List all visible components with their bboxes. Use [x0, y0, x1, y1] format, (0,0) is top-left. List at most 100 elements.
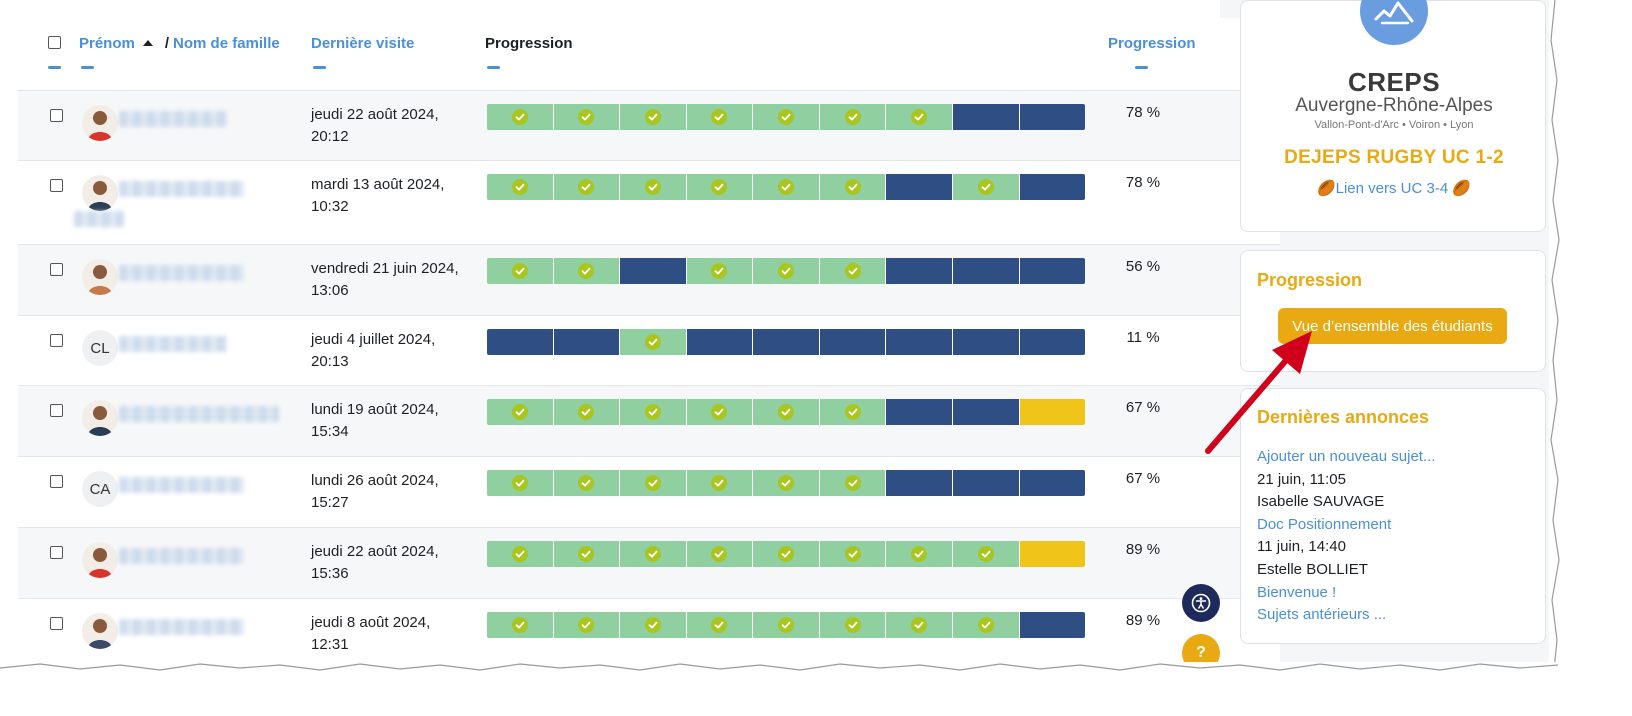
progress-segment-done[interactable]	[686, 470, 754, 496]
progress-segment-todo[interactable]	[553, 329, 621, 355]
progress-segment-done[interactable]	[952, 541, 1020, 567]
progress-segment-done[interactable]	[620, 612, 687, 638]
row-select-checkbox[interactable]	[50, 179, 63, 192]
progress-segment-done[interactable]	[819, 470, 887, 496]
progress-segment-done[interactable]	[487, 399, 554, 425]
progress-segment-done[interactable]	[753, 541, 820, 567]
progress-segment-part[interactable]	[1019, 541, 1085, 567]
uc-3-4-link[interactable]: 🏉Lien vers UC 3-4 🏉	[1316, 180, 1472, 197]
progress-segment-done[interactable]	[553, 541, 621, 567]
progress-segment-done[interactable]	[686, 541, 754, 567]
progress-segment-done[interactable]	[819, 258, 887, 284]
progress-segment-done[interactable]	[487, 104, 554, 130]
sort-last-visit-link[interactable]: Dernière visite	[311, 35, 415, 52]
progress-segment-done[interactable]	[753, 399, 820, 425]
avatar[interactable]	[82, 400, 118, 436]
collapse-column-icon[interactable]	[48, 66, 61, 69]
progress-segment-done[interactable]	[886, 104, 953, 130]
progress-segment-todo[interactable]	[886, 399, 953, 425]
progress-segment-done[interactable]	[620, 541, 687, 567]
progress-segment-todo[interactable]	[952, 258, 1020, 284]
student-name-link[interactable]	[119, 111, 227, 127]
progress-segment-done[interactable]	[819, 541, 887, 567]
avatar[interactable]	[82, 613, 118, 649]
progress-segment-done[interactable]	[553, 470, 621, 496]
add-topic-link[interactable]: Ajouter un nouveau sujet...	[1257, 448, 1436, 465]
progress-segment-todo[interactable]	[819, 329, 887, 355]
progress-segment-todo[interactable]	[1019, 174, 1085, 200]
avatar[interactable]	[82, 542, 118, 578]
student-name-link[interactable]	[119, 265, 244, 281]
row-select-checkbox[interactable]	[50, 109, 63, 122]
avatar[interactable]	[82, 105, 118, 141]
progress-segment-done[interactable]	[686, 399, 754, 425]
progress-segment-done[interactable]	[620, 329, 687, 355]
student-name-link[interactable]	[119, 477, 244, 493]
announcement-subject-link[interactable]: Bienvenue !	[1257, 583, 1337, 601]
progress-segment-todo[interactable]	[1019, 329, 1085, 355]
older-topics-link[interactable]: Sujets antérieurs ...	[1257, 606, 1387, 624]
progress-segment-todo[interactable]	[686, 329, 754, 355]
progress-segment-done[interactable]	[620, 104, 687, 130]
progress-segment-done[interactable]	[819, 104, 887, 130]
student-name-link[interactable]	[119, 548, 244, 564]
progress-segment-todo[interactable]	[753, 329, 820, 355]
sort-firstname-link[interactable]: Prénom	[79, 35, 135, 52]
progress-segment-todo[interactable]	[620, 258, 687, 284]
collapse-progression-column-icon[interactable]	[1135, 66, 1148, 69]
progress-segment-done[interactable]	[686, 258, 754, 284]
progress-segment-done[interactable]	[487, 541, 554, 567]
progress-segment-done[interactable]	[819, 174, 887, 200]
avatar[interactable]: CL	[82, 330, 118, 366]
student-name-link[interactable]	[119, 336, 227, 352]
progress-segment-done[interactable]	[952, 174, 1020, 200]
progress-segment-done[interactable]	[686, 612, 754, 638]
progress-segment-done[interactable]	[952, 612, 1020, 638]
row-select-checkbox[interactable]	[50, 263, 63, 276]
progress-segment-done[interactable]	[553, 399, 621, 425]
avatar[interactable]: CA	[82, 471, 118, 507]
progress-segment-done[interactable]	[553, 612, 621, 638]
row-select-checkbox[interactable]	[50, 404, 63, 417]
announcement-subject-link[interactable]: Doc Positionnement	[1257, 515, 1392, 533]
progress-segment-todo[interactable]	[487, 329, 554, 355]
progress-segment-todo[interactable]	[886, 329, 953, 355]
progress-segment-todo[interactable]	[886, 470, 953, 496]
select-all-checkbox[interactable]	[48, 36, 61, 49]
progress-segment-done[interactable]	[886, 541, 953, 567]
progress-segment-done[interactable]	[553, 104, 621, 130]
sort-progression-link[interactable]: Progression	[1108, 35, 1196, 52]
accessibility-button[interactable]	[1182, 584, 1220, 622]
progress-segment-todo[interactable]	[1019, 470, 1085, 496]
progress-segment-done[interactable]	[686, 104, 754, 130]
progress-segment-done[interactable]	[753, 612, 820, 638]
progress-segment-todo[interactable]	[1019, 612, 1085, 638]
students-overview-button[interactable]: Vue d’ensemble des étudiants	[1278, 308, 1507, 344]
progress-segment-todo[interactable]	[952, 470, 1020, 496]
progress-segment-done[interactable]	[487, 258, 554, 284]
progress-segment-todo[interactable]	[952, 399, 1020, 425]
student-name-link[interactable]	[119, 181, 244, 197]
collapse-visit-column-icon[interactable]	[313, 66, 326, 69]
progress-segment-done[interactable]	[487, 174, 554, 200]
progress-segment-todo[interactable]	[886, 258, 953, 284]
progress-segment-done[interactable]	[620, 399, 687, 425]
row-select-checkbox[interactable]	[50, 546, 63, 559]
progress-segment-done[interactable]	[753, 104, 820, 130]
progress-segment-todo[interactable]	[1019, 104, 1085, 130]
row-select-checkbox[interactable]	[50, 617, 63, 630]
progress-segment-done[interactable]	[487, 470, 554, 496]
progress-segment-todo[interactable]	[1019, 258, 1085, 284]
progress-segment-done[interactable]	[686, 174, 754, 200]
progress-segment-done[interactable]	[487, 612, 554, 638]
progress-segment-todo[interactable]	[952, 104, 1020, 130]
row-select-checkbox[interactable]	[50, 334, 63, 347]
student-name-link[interactable]	[119, 619, 244, 635]
progress-segment-done[interactable]	[620, 174, 687, 200]
progress-segment-done[interactable]	[753, 174, 820, 200]
progress-segment-done[interactable]	[886, 612, 953, 638]
progress-segment-done[interactable]	[553, 258, 621, 284]
student-name-link-wrap[interactable]	[74, 211, 124, 227]
progress-segment-done[interactable]	[819, 612, 887, 638]
collapse-progression-bar-column-icon[interactable]	[487, 66, 500, 69]
